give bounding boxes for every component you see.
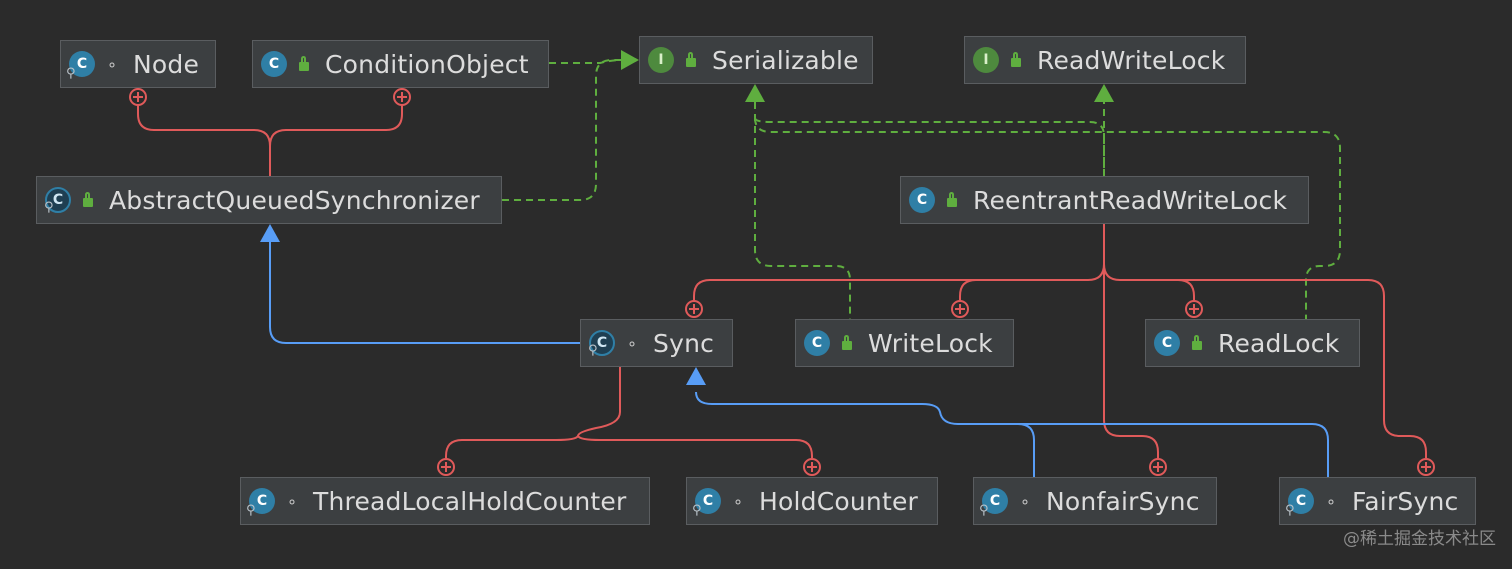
class-node-readlock[interactable]: C ReadLock — [1145, 319, 1360, 367]
extends-edge-fairsync — [958, 423, 1329, 477]
class-node-fairsync[interactable]: C⚲ ∘ FairSync — [1279, 477, 1476, 525]
implements-edge-aqs — [502, 59, 622, 201]
inner-class-marker — [1417, 458, 1435, 476]
class-name: WriteLock — [868, 328, 993, 358]
inner-class-marker — [393, 88, 411, 106]
package-private-icon: ∘ — [1019, 491, 1030, 511]
class-node-tlhc[interactable]: C⚲ ∘ ThreadLocalHoldCounter — [240, 477, 650, 525]
extends-arrowhead — [686, 367, 706, 385]
public-lock-icon — [81, 192, 95, 208]
class-icon: C⚲ — [246, 488, 275, 518]
class-name: ReadWriteLock — [1037, 45, 1226, 75]
implements-edge-readlock — [754, 117, 1341, 319]
class-node-serializable[interactable]: I Serializable — [639, 36, 873, 84]
implements-edge-conditionobject — [549, 59, 623, 64]
inner-edge-nonfairsync — [1103, 264, 1159, 458]
class-name: Serializable — [712, 45, 859, 75]
class-icon: C⚲ — [66, 51, 95, 81]
public-lock-icon — [1009, 52, 1023, 68]
static-pin-icon: ⚲ — [588, 343, 598, 358]
class-name: ReentrantReadWriteLock — [973, 185, 1288, 215]
class-node-holdcounter[interactable]: C⚲ ∘ HoldCounter — [686, 477, 938, 525]
class-node-aqs[interactable]: C⚲ AbstractQueuedSynchronizer — [36, 176, 502, 224]
inner-class-marker — [1185, 300, 1203, 318]
inner-class-marker — [129, 88, 147, 106]
public-lock-icon — [840, 335, 854, 351]
inner-edge-node — [137, 97, 271, 176]
extends-edge-sync — [269, 242, 580, 344]
extends-arrowhead — [260, 224, 280, 242]
static-pin-icon: ⚲ — [246, 503, 256, 518]
inner-class-marker — [1149, 458, 1167, 476]
package-private-icon: ∘ — [732, 491, 743, 511]
implements-arrowhead — [745, 84, 765, 102]
inner-class-marker — [803, 458, 821, 476]
class-name: FairSync — [1352, 486, 1459, 516]
class-node-sync[interactable]: C⚲ ∘ Sync — [580, 319, 733, 367]
interface-icon: I — [648, 47, 674, 73]
public-lock-icon — [684, 52, 698, 68]
static-pin-icon: ⚲ — [979, 503, 989, 518]
inner-class-marker — [437, 458, 455, 476]
inner-edge-tlhc — [445, 367, 621, 458]
class-node-conditionobject[interactable]: C ConditionObject — [252, 40, 549, 88]
package-private-icon: ∘ — [1325, 491, 1336, 511]
class-icon: C⚲ — [692, 488, 721, 518]
class-name: Node — [133, 49, 200, 79]
watermark: @稀土掘金技术社区 — [1343, 529, 1496, 549]
abstract-class-icon: C⚲ — [588, 330, 615, 358]
class-node-nonfairsync[interactable]: C⚲ ∘ NonfairSync — [973, 477, 1217, 525]
public-lock-icon — [1190, 335, 1204, 351]
public-lock-icon — [945, 192, 959, 208]
class-node-rrwl[interactable]: C ReentrantReadWriteLock — [900, 176, 1309, 224]
class-name: Sync — [653, 328, 715, 358]
class-icon: C — [804, 330, 830, 356]
inner-edge-holdcounter — [577, 435, 813, 458]
class-name: AbstractQueuedSynchronizer — [109, 185, 480, 215]
static-pin-icon: ⚲ — [692, 503, 702, 518]
implements-arrowhead — [621, 50, 639, 70]
extends-edge-nonfairsync — [695, 391, 1035, 477]
class-node-readwritelock[interactable]: I ReadWriteLock — [964, 36, 1246, 84]
class-name: ReadLock — [1218, 328, 1340, 358]
inner-class-marker — [951, 300, 969, 318]
public-lock-icon — [297, 56, 311, 72]
abstract-class-icon: C⚲ — [44, 187, 71, 215]
implements-edge-rrwl-serializable — [754, 117, 1105, 176]
static-pin-icon: ⚲ — [1285, 503, 1295, 518]
implements-arrowhead — [1094, 84, 1114, 102]
inner-edge-conditionobject — [269, 97, 403, 147]
class-node-writelock[interactable]: C WriteLock — [795, 319, 1014, 367]
inner-edge-writelock — [959, 279, 1088, 300]
class-icon: C — [909, 187, 935, 213]
class-icon: C⚲ — [1285, 488, 1314, 518]
package-private-icon: ∘ — [286, 491, 297, 511]
class-name: ThreadLocalHoldCounter — [313, 486, 627, 516]
interface-icon: I — [973, 47, 999, 73]
implements-edge-writelock — [754, 102, 851, 319]
class-icon: C — [261, 51, 287, 77]
inner-edge-fairsync — [1120, 279, 1427, 458]
package-private-icon: ∘ — [106, 54, 117, 74]
class-icon: C⚲ — [979, 488, 1008, 518]
static-pin-icon: ⚲ — [66, 66, 76, 81]
class-name: HoldCounter — [759, 486, 919, 516]
package-private-icon: ∘ — [626, 333, 637, 353]
inner-class-marker — [685, 300, 703, 318]
class-node-node[interactable]: C⚲ ∘ Node — [60, 40, 216, 88]
inner-edge-readlock — [1103, 263, 1195, 300]
class-name: NonfairSync — [1046, 486, 1200, 516]
static-pin-icon: ⚲ — [44, 200, 54, 215]
class-icon: C — [1154, 330, 1180, 356]
class-name: ConditionObject — [325, 49, 529, 79]
